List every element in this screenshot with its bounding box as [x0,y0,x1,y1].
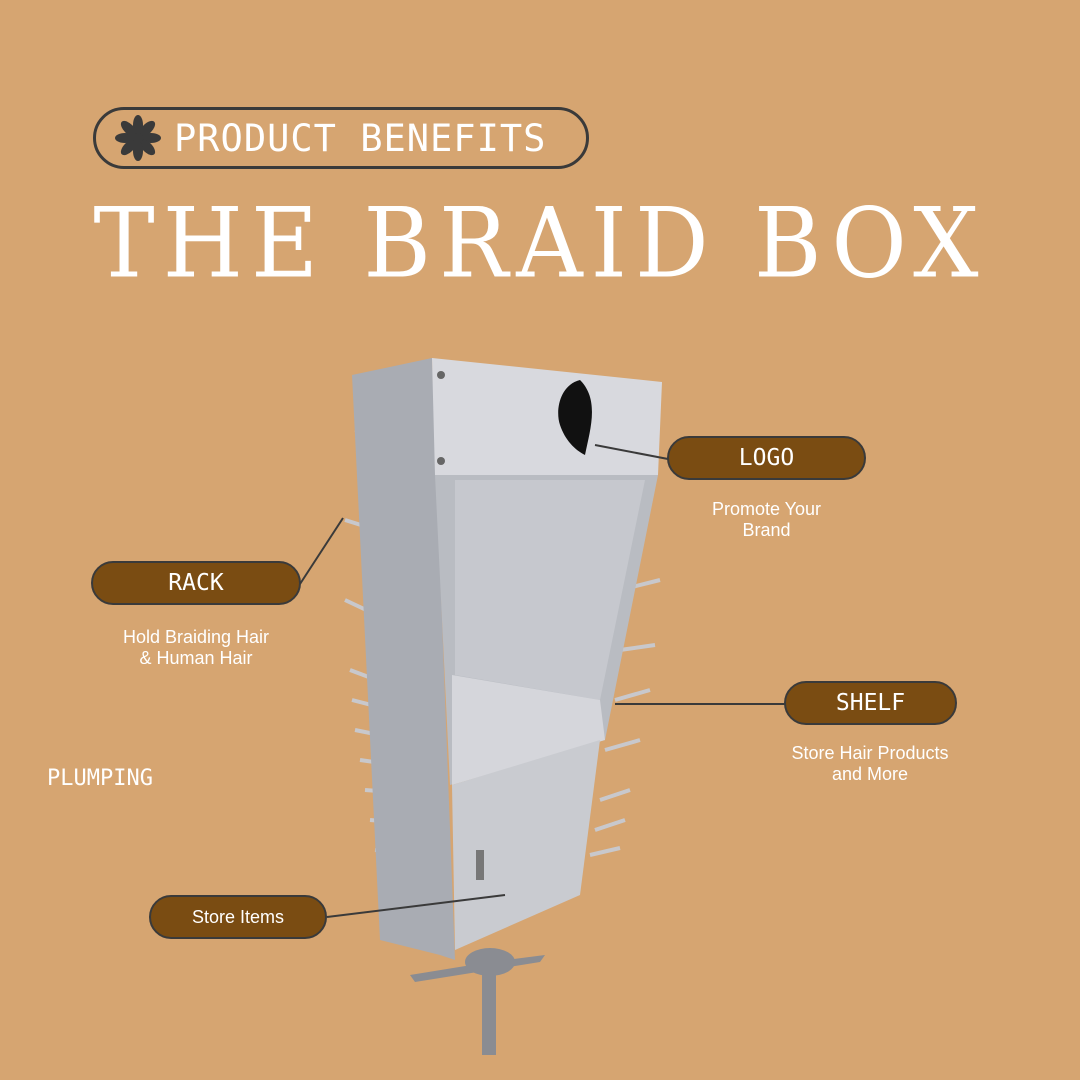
side-text: PLUMPING [47,766,153,791]
page-title: THE BRAID BOX [93,187,987,300]
door-handle [476,850,484,880]
cabinet-inner-back [455,480,645,700]
shelf-callout-label: SHELF [835,690,906,716]
shelf-desc-line1: Store Hair Products [791,743,949,763]
stand-base [410,948,545,1055]
rack-callout: RACK [91,561,301,605]
rack-callout-label: RACK [168,570,224,596]
logo-callout: LOGO [667,436,866,480]
rack-description: Hold Braiding Hair& Human Hair [86,627,306,669]
shelf-callout: SHELF [784,681,957,725]
callout-lines [299,444,785,918]
cabinet-top-panel [432,358,662,475]
rack-desc-line2: & Human Hair [139,648,253,668]
cabinet-left-side [352,358,455,960]
product-benefits-badge: PRODUCT BENEFITS [93,107,589,169]
shelf-floor [452,675,605,785]
badge-label: PRODUCT BENEFITS [174,116,547,160]
logo-callout-label: LOGO [738,445,795,471]
logo-desc-line1: Promote Your [711,499,822,519]
logo-desc-line2: Brand [742,520,791,540]
shelf-desc-line2: and More [831,764,909,784]
flower-icon [115,115,161,161]
storage-callout: Store Items [149,895,327,939]
storage-callout-label: Store Items [191,906,285,927]
logo-mark-icon [558,380,592,455]
rack-desc-line1: Hold Braiding Hair [122,627,270,647]
